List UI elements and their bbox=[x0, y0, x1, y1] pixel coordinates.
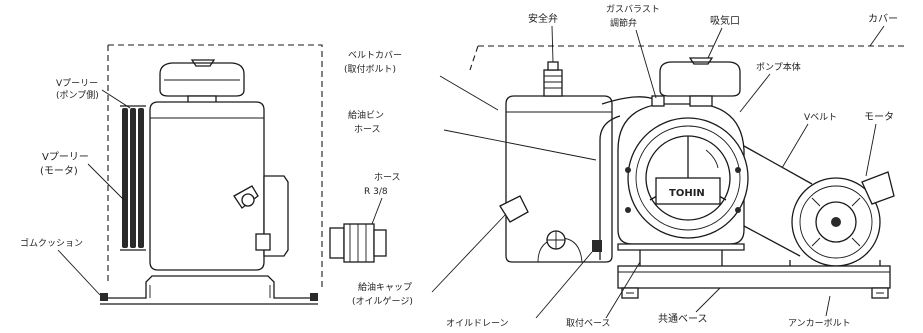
leader-mount-base bbox=[605, 261, 641, 319]
label-v-pulley-motor-2: (モータ) bbox=[40, 165, 78, 177]
label-v-pulley-pump-2: (ポンプ側) bbox=[56, 89, 99, 101]
cover-outline-side bbox=[108, 44, 323, 288]
label-gas-ballast-1: ガスバラスト bbox=[606, 4, 660, 15]
label-v-pulley-pump-1: Vプーリー bbox=[56, 78, 98, 89]
leader-intake-port bbox=[707, 27, 723, 59]
hose-fitting bbox=[329, 223, 387, 263]
front-oil-cap bbox=[499, 195, 529, 223]
side-foot-right bbox=[310, 293, 318, 301]
front-pump-body: TOHIN bbox=[617, 103, 749, 245]
leader-safety-valve bbox=[551, 25, 554, 63]
front-ballast-valve bbox=[651, 95, 665, 107]
leader-anchor-bolt bbox=[825, 295, 831, 317]
label-oil-cap-1: 給油キャップ bbox=[358, 281, 412, 293]
label-hose-fitting-1: ホース bbox=[374, 172, 401, 183]
label-intake-port: 吸気口 bbox=[710, 14, 740, 27]
front-drain-valve bbox=[592, 240, 602, 252]
label-safety-valve: 安全弁 bbox=[528, 12, 558, 25]
side-cylinder-body bbox=[149, 101, 265, 271]
leader-v-pulley-motor bbox=[87, 163, 125, 201]
leader-v-pulley-pump bbox=[101, 89, 131, 109]
side-wingnut bbox=[190, 59, 216, 67]
side-base-bracket bbox=[100, 275, 318, 299]
label-rubber-cushion: ゴムクッション bbox=[20, 237, 83, 249]
label-cover: カバー bbox=[868, 13, 898, 25]
side-base-inner bbox=[149, 285, 271, 298]
label-anchor-bolt: アンカーボルト bbox=[788, 318, 851, 329]
side-terminal-box bbox=[255, 233, 271, 251]
label-oil-gauge-2: ホース bbox=[354, 124, 381, 135]
leader-oil-drain bbox=[535, 251, 593, 319]
brand-name: TOHIN bbox=[669, 188, 705, 199]
front-oil-pipe bbox=[599, 115, 621, 260]
front-motor bbox=[791, 171, 895, 267]
leader-oil-cap bbox=[431, 213, 507, 293]
side-intake-cap bbox=[159, 62, 245, 97]
front-motor-terminal bbox=[861, 171, 895, 205]
front-motor-legs bbox=[789, 260, 881, 266]
leader-rubber-cushion bbox=[57, 249, 101, 296]
leader-belt-cover-bolt bbox=[439, 75, 499, 111]
leader-common-base bbox=[695, 287, 721, 313]
front-safety-valve bbox=[543, 61, 563, 97]
label-v-belt: Vベルト bbox=[804, 113, 837, 123]
label-belt-cover-bolt-2: (取付ボルト) bbox=[344, 64, 396, 75]
front-intake bbox=[651, 57, 741, 107]
label-pump-body: ポンプ本体 bbox=[756, 61, 801, 73]
leader-hose-fitting bbox=[371, 197, 383, 225]
front-mount-legs bbox=[639, 250, 723, 266]
side-view bbox=[100, 44, 323, 305]
cover-outline-front-corner bbox=[469, 45, 479, 71]
label-v-pulley-motor-1: Vプーリー bbox=[42, 151, 89, 163]
label-common-base: 共通ベース bbox=[658, 313, 708, 325]
label-mount-base: 取付ベース bbox=[566, 318, 611, 329]
side-foot-left bbox=[100, 293, 108, 301]
front-brand-plate bbox=[655, 177, 721, 205]
front-v-belt-top bbox=[743, 145, 813, 185]
leader-cover bbox=[869, 25, 885, 47]
label-hose-fitting-2: R 3/8 bbox=[364, 187, 388, 197]
side-v-pulley bbox=[120, 105, 146, 251]
label-oil-gauge-1: 給油ビン bbox=[348, 109, 384, 121]
leader-pump-body bbox=[739, 73, 771, 113]
label-belt-cover-bolt-1: ベルトカバー bbox=[348, 50, 402, 61]
front-oil-tank bbox=[499, 95, 613, 263]
leader-v-belt bbox=[781, 123, 809, 169]
front-v-belt-bottom bbox=[743, 225, 801, 257]
leader-motor bbox=[865, 123, 877, 177]
label-motor: モータ bbox=[864, 111, 894, 123]
leader-gas-ballast bbox=[635, 29, 657, 99]
front-common-base bbox=[617, 265, 891, 299]
label-oil-cap-2: (オイルゲージ) bbox=[352, 295, 413, 307]
leader-oil-gauge bbox=[443, 129, 597, 161]
label-oil-drain: オイルドレーン bbox=[446, 318, 509, 329]
front-mount-plate bbox=[617, 243, 745, 251]
label-gas-ballast-2: 調節弁 bbox=[610, 17, 637, 29]
